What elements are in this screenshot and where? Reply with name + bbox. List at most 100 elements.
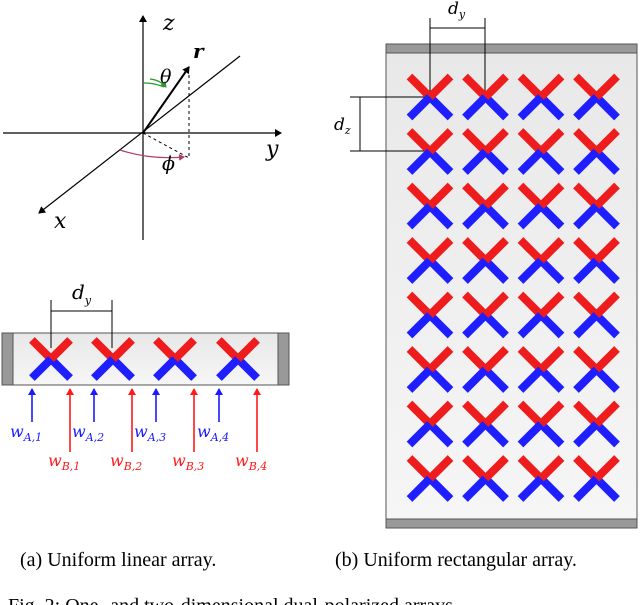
rectangular-array-element xyxy=(517,73,565,121)
polarization-a-arm xyxy=(406,366,433,393)
polarization-a-arm xyxy=(517,94,544,121)
polarization-b-arm xyxy=(482,182,509,209)
polarization-a-arm xyxy=(172,356,197,381)
polarization-b-arm xyxy=(593,291,620,318)
rectangular-array-element xyxy=(406,346,454,393)
polarization-a-arm xyxy=(573,312,600,339)
polarization-b-arm xyxy=(538,73,565,100)
linear-array-element xyxy=(29,337,73,381)
polarization-b-arm xyxy=(462,237,489,264)
rectangular-array-element xyxy=(573,73,620,121)
rectangular-array-element xyxy=(406,237,454,284)
polarization-b-arm xyxy=(517,128,544,155)
rectangular-array-element xyxy=(573,237,620,284)
polarization-a-arm xyxy=(482,312,509,339)
polarization-a-arm xyxy=(462,257,489,284)
polarization-b-arm xyxy=(462,455,489,482)
polarization-a-arm xyxy=(462,366,489,393)
rectangular-array: dy dz xyxy=(334,0,638,529)
polarization-a-arm xyxy=(29,356,54,381)
linear-array-end-cap-left xyxy=(1,332,14,386)
polarization-b-arm xyxy=(427,237,454,264)
polarization-a-arm xyxy=(593,203,620,230)
linear-array-element xyxy=(91,337,135,381)
polarization-a-arm xyxy=(573,148,600,175)
linear-array-element xyxy=(153,337,197,381)
linear-array-element xyxy=(216,337,260,381)
polarization-b-arm xyxy=(91,337,116,362)
linear-array-end-cap-right xyxy=(277,332,290,386)
polarization-b-arm xyxy=(573,237,600,264)
polarization-b-arm xyxy=(482,73,509,100)
polarization-a-arm xyxy=(427,203,454,230)
polarization-b-arm xyxy=(573,182,600,209)
rectangular-array-element xyxy=(517,182,565,230)
polarization-a-arm xyxy=(427,475,454,502)
polarization-b-arm xyxy=(29,337,54,362)
polarization-b-arm xyxy=(482,346,509,373)
weight-b-label: wB,3 xyxy=(172,451,204,473)
polarization-a-arm xyxy=(406,312,433,339)
coordinate-system: z y x r θ ϕ xyxy=(3,11,282,240)
rectangular-array-element xyxy=(517,346,565,393)
polarization-b-arm xyxy=(593,400,620,427)
polarization-a-arm xyxy=(427,366,454,393)
polarization-b-arm xyxy=(538,128,565,155)
polarization-b-arm xyxy=(462,400,489,427)
rectangular-array-end-cap-top xyxy=(385,43,638,54)
polarization-a-arm xyxy=(593,148,620,175)
polarization-a-arm xyxy=(406,148,433,175)
polarization-a-arm xyxy=(427,312,454,339)
polarization-a-arm xyxy=(517,366,544,393)
rectangular-array-element xyxy=(517,400,565,448)
polarization-a-arm xyxy=(517,312,544,339)
polarization-b-arm xyxy=(593,128,620,155)
polarization-a-arm xyxy=(538,257,565,284)
weight-b-label: wB,1 xyxy=(48,451,80,473)
polarization-a-arm xyxy=(517,257,544,284)
polarization-b-arm xyxy=(427,455,454,482)
polarization-a-arm xyxy=(517,203,544,230)
polarization-b-arm xyxy=(482,455,509,482)
rectangular-array-element xyxy=(462,182,509,230)
polarization-a-arm xyxy=(593,94,620,121)
rectangular-array-frame xyxy=(385,43,638,529)
polarization-a-arm xyxy=(517,148,544,175)
polarization-b-arm xyxy=(462,346,489,373)
rectangular-array-element xyxy=(573,455,620,502)
polarization-b-arm xyxy=(517,237,544,264)
weight-a-label: wA,2 xyxy=(72,422,104,444)
rectangular-array-element xyxy=(573,291,620,339)
polarization-b-arm xyxy=(235,337,260,362)
rectangular-array-element xyxy=(462,73,509,121)
weight-b-label: wB,2 xyxy=(110,451,142,473)
rectangular-array-element xyxy=(406,73,454,121)
polarization-b-arm xyxy=(538,182,565,209)
polarization-a-arm xyxy=(462,421,489,448)
polarization-a-arm xyxy=(110,356,135,381)
polarization-a-arm xyxy=(517,421,544,448)
polarization-a-arm xyxy=(427,257,454,284)
rectangular-array-element xyxy=(406,455,454,502)
polarization-b-arm xyxy=(593,346,620,373)
rectangular-array-element xyxy=(517,455,565,502)
polarization-b-arm xyxy=(573,128,600,155)
z-axis-label: z xyxy=(162,11,175,36)
polarization-a-arm xyxy=(427,421,454,448)
weight-b-label: wB,4 xyxy=(235,451,267,473)
phi-arc xyxy=(119,149,185,161)
polarization-a-arm xyxy=(573,257,600,284)
polarization-b-arm xyxy=(538,400,565,427)
polarization-a-arm xyxy=(593,475,620,502)
polarization-b-arm xyxy=(517,455,544,482)
rectangular-array-element xyxy=(462,291,509,339)
polarization-a-arm xyxy=(538,366,565,393)
caption-b: (b) Uniform rectangular array. xyxy=(335,549,577,571)
theta-label: θ xyxy=(160,66,172,88)
rectangular-array-element xyxy=(517,237,565,284)
polarization-a-arm xyxy=(462,148,489,175)
rectangular-array-element xyxy=(462,400,509,448)
polarization-b-arm xyxy=(573,73,600,100)
polarization-b-arm xyxy=(517,346,544,373)
